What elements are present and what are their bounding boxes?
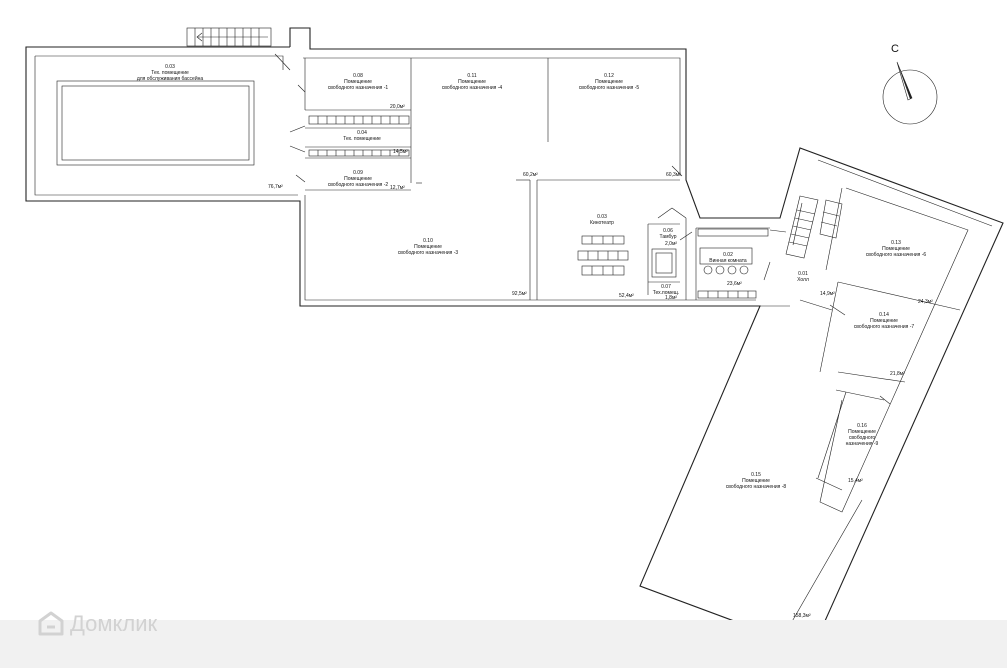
right-stair xyxy=(785,195,843,259)
svg-text:Тех. помещение: Тех. помещение xyxy=(343,136,381,142)
room-011-label: 0.11 Помещение свободного назначения -4 xyxy=(442,73,503,91)
svg-text:свободного назначения -1: свободного назначения -1 xyxy=(328,85,389,91)
svg-text:0.10: 0.10 xyxy=(423,238,433,244)
svg-text:0.02: 0.02 xyxy=(723,252,733,258)
room-014-label: 0.14 Помещение свободного назначения -7 xyxy=(854,312,915,330)
room-007-label: 0.07 Тех.помещ. xyxy=(653,284,680,296)
top-stair xyxy=(186,27,272,47)
room-015-label: 0.15 Помещение свободного назначения -8 xyxy=(726,472,787,490)
room-cinema-label: 0.03 Кинотеатр xyxy=(590,214,614,226)
svg-text:0.14: 0.14 xyxy=(879,312,889,318)
svg-text:назначения -9: назначения -9 xyxy=(846,441,879,447)
room-001-area: 14,9м² xyxy=(820,291,835,297)
wine-room-furniture xyxy=(651,247,753,278)
svg-text:Помещение: Помещение xyxy=(344,176,372,182)
room-009-label: 0.09 Помещение свободного назначения -2 xyxy=(328,170,389,188)
svg-text:Помещение: Помещение xyxy=(458,79,486,85)
svg-text:свободного назначения -6: свободного назначения -6 xyxy=(866,252,927,258)
room-012-label: 0.12 Помещение свободного назначения -5 xyxy=(579,73,640,91)
room-015-area: 158,3м² xyxy=(793,613,811,619)
svg-text:Помещение: Помещение xyxy=(344,79,372,85)
room-009-area: 12,7м² xyxy=(390,185,405,191)
pool xyxy=(56,80,255,166)
watermark: Домклик xyxy=(38,611,157,637)
room-004-label: 0.04 Тех. помещение xyxy=(343,130,381,142)
interior-walls xyxy=(304,58,961,626)
svg-text:0.12: 0.12 xyxy=(604,73,614,79)
svg-text:Тамбур: Тамбур xyxy=(660,234,677,240)
svg-text:Холл: Холл xyxy=(797,277,809,283)
room-006-label: 0.06 Тамбур xyxy=(660,228,677,240)
room-001-label: 0.01 Холл xyxy=(797,271,809,283)
svg-text:Кинотеатр: Кинотеатр xyxy=(590,220,614,226)
room-002-area: 23,6м² xyxy=(727,281,742,287)
room-010-label: 0.10 Помещение свободного назначения -3 xyxy=(398,238,459,256)
svg-text:0.04: 0.04 xyxy=(357,130,367,136)
svg-text:0.08: 0.08 xyxy=(353,73,363,79)
room-007-area: 1,8м² xyxy=(665,295,677,301)
room-cinema-area: 52,4м² xyxy=(619,293,634,299)
svg-text:Помещение: Помещение xyxy=(870,318,898,324)
svg-text:Тех.помещ.: Тех.помещ. xyxy=(653,290,680,296)
room-016-area: 15,4м² xyxy=(848,478,863,484)
domclick-logo-icon xyxy=(38,611,64,636)
room-011-area: 60,2м² xyxy=(523,172,538,178)
svg-text:свободного назначения -8: свободного назначения -8 xyxy=(726,484,787,490)
svg-text:0.03: 0.03 xyxy=(597,214,607,220)
room-013-label: 0.13 Помещение свободного назначения -6 xyxy=(866,240,927,258)
svg-text:свободного назначения -2: свободного назначения -2 xyxy=(328,182,389,188)
svg-text:Помещение: Помещение xyxy=(595,79,623,85)
room-012-area: 60,3м² xyxy=(666,172,681,178)
svg-text:Винная комната: Винная комната xyxy=(709,258,747,264)
svg-text:свободного назначения -5: свободного назначения -5 xyxy=(579,85,640,91)
svg-text:0.07: 0.07 xyxy=(661,284,671,290)
compass-north-letter: С xyxy=(891,43,899,55)
svg-text:0.01: 0.01 xyxy=(798,271,808,277)
room-013-area: 24,3м² xyxy=(918,299,933,305)
svg-text:свободного: свободного xyxy=(849,435,876,441)
svg-text:0.06: 0.06 xyxy=(663,228,673,234)
svg-text:свободного назначения -7: свободного назначения -7 xyxy=(854,324,915,330)
compass: С xyxy=(882,43,938,125)
room-003-label: 0.03 Тех. помещение для обслуживания бас… xyxy=(137,64,204,82)
svg-text:0.09: 0.09 xyxy=(353,170,363,176)
svg-text:свободного назначения -3: свободного назначения -3 xyxy=(398,250,459,256)
room-004-area: 14,5м² xyxy=(393,149,408,155)
watermark-text: Домклик xyxy=(70,611,158,636)
room-003-area: 76,7м² xyxy=(268,184,283,190)
svg-text:Помещение: Помещение xyxy=(742,478,770,484)
room-008-area: 20,0м² xyxy=(390,104,405,110)
svg-text:Помещение: Помещение xyxy=(848,429,876,435)
doors xyxy=(274,53,891,405)
svg-text:Помещение: Помещение xyxy=(414,244,442,250)
racks xyxy=(308,115,769,299)
room-014-area: 21,8м² xyxy=(890,371,905,377)
outer-walls xyxy=(25,27,1004,651)
svg-text:0.13: 0.13 xyxy=(891,240,901,246)
svg-text:свободного назначения -4: свободного назначения -4 xyxy=(442,85,503,91)
room-002-label: 0.02 Винная комната xyxy=(709,252,747,264)
footer-bar xyxy=(0,620,1007,668)
room-labels: 0.03 Тех. помещение для обслуживания бас… xyxy=(137,64,933,619)
svg-text:Помещение: Помещение xyxy=(882,246,910,252)
room-006-area: 2,0м² xyxy=(665,241,677,247)
room-016-label: 0.16 Помещение свободного назначения -9 xyxy=(846,423,879,447)
cinema-seats xyxy=(577,235,629,276)
svg-text:Тех. помещение: Тех. помещение xyxy=(151,70,189,76)
room-010-area: 92,5м² xyxy=(512,291,527,297)
svg-text:0.15: 0.15 xyxy=(751,472,761,478)
svg-text:0.16: 0.16 xyxy=(857,423,867,429)
svg-text:0.11: 0.11 xyxy=(467,73,477,79)
svg-text:для обслуживания бассейна: для обслуживания бассейна xyxy=(137,75,204,82)
svg-text:0.03: 0.03 xyxy=(165,64,175,70)
room-008-label: 0.08 Помещение свободного назначения -1 xyxy=(328,73,389,91)
